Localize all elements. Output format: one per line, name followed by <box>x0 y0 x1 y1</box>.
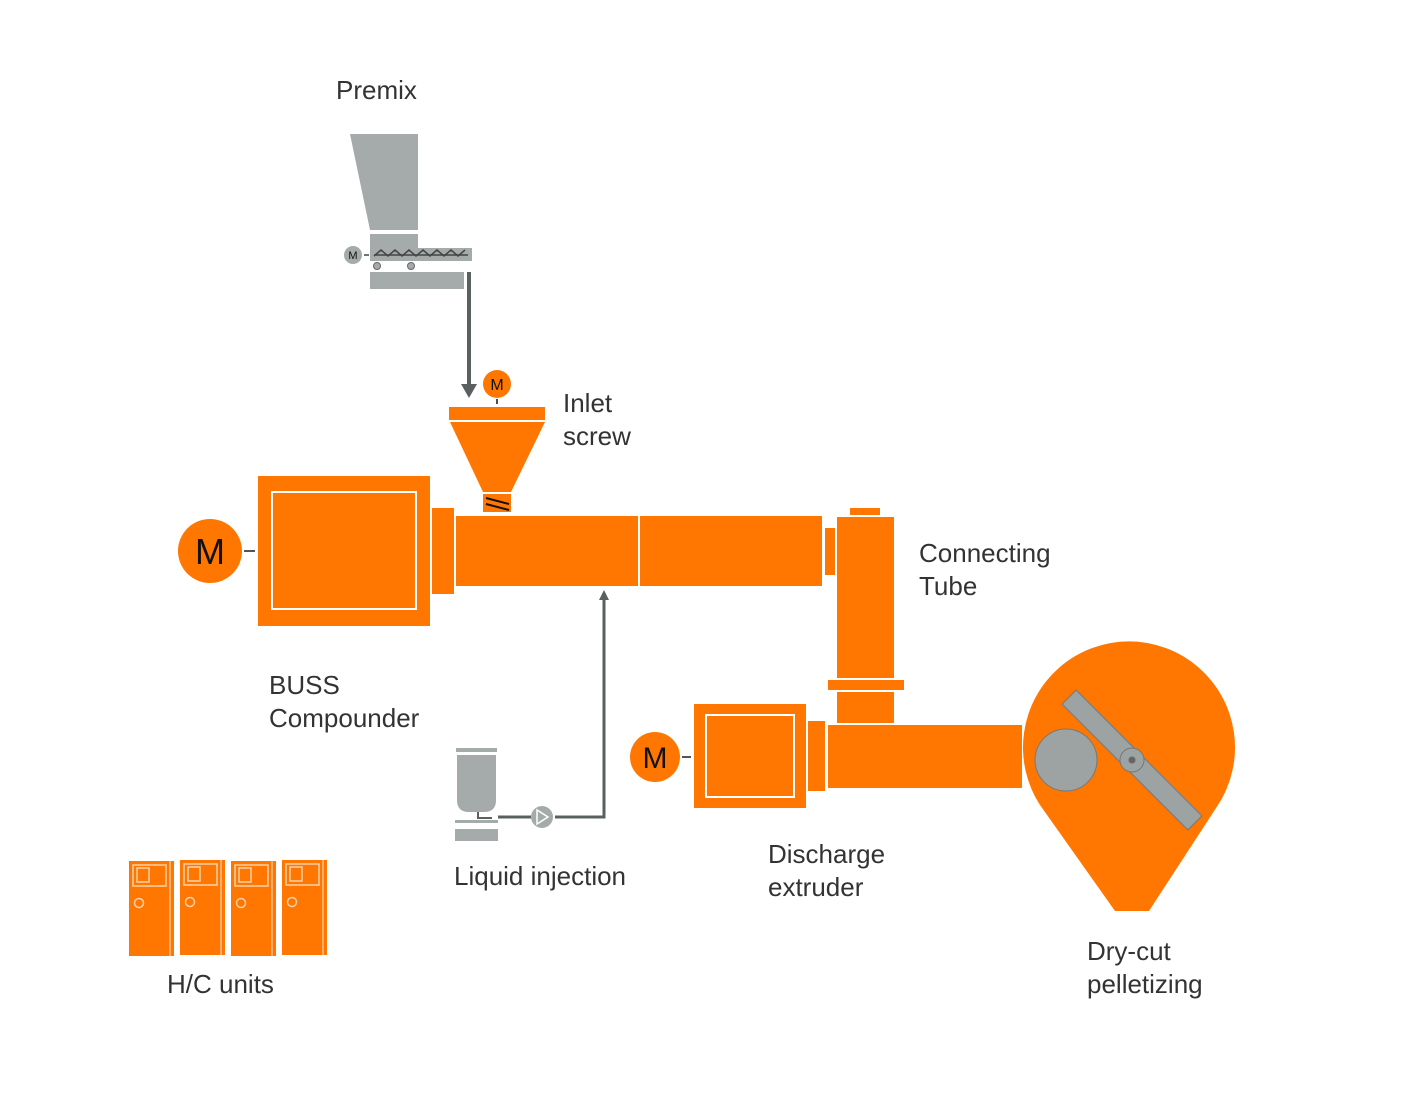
premix-motor-icon <box>344 246 362 264</box>
inlet-motor-label: M <box>490 377 503 394</box>
pump-icon <box>531 806 553 828</box>
extruder-motor-icon <box>630 732 680 782</box>
connecting-tube <box>828 508 904 723</box>
label-buss-compounder: BUSS Compounder <box>269 670 420 733</box>
liquid-injection <box>455 590 609 841</box>
inlet-screw: M <box>449 370 545 512</box>
premix-feeder: M <box>344 134 472 289</box>
premix-flow-arrow <box>461 272 477 398</box>
label-liquid-injection: Liquid injection <box>454 861 627 891</box>
label-dry-cut-pelletizing: Dry-cut pelletizing <box>1087 936 1203 999</box>
label-connecting-tube: Connecting Tube <box>919 538 1051 601</box>
inlet-motor-icon <box>483 370 511 398</box>
label-hc-units: H/C units <box>167 969 274 999</box>
compounder-motor-label: M <box>195 531 225 572</box>
dry-cut-pelletizer <box>1023 641 1236 911</box>
premix-motor-label: M <box>348 250 357 262</box>
compounder-motor-icon <box>178 519 242 583</box>
label-discharge-extruder: Discharge extruder <box>768 839 886 902</box>
hc-units <box>129 860 327 956</box>
extruder-motor-label: M <box>643 742 668 775</box>
label-premix: Premix <box>336 75 417 105</box>
discharge-extruder: M <box>630 704 1022 808</box>
label-inlet-screw: Inlet screw <box>563 388 631 451</box>
buss-compounder: M <box>178 476 835 626</box>
